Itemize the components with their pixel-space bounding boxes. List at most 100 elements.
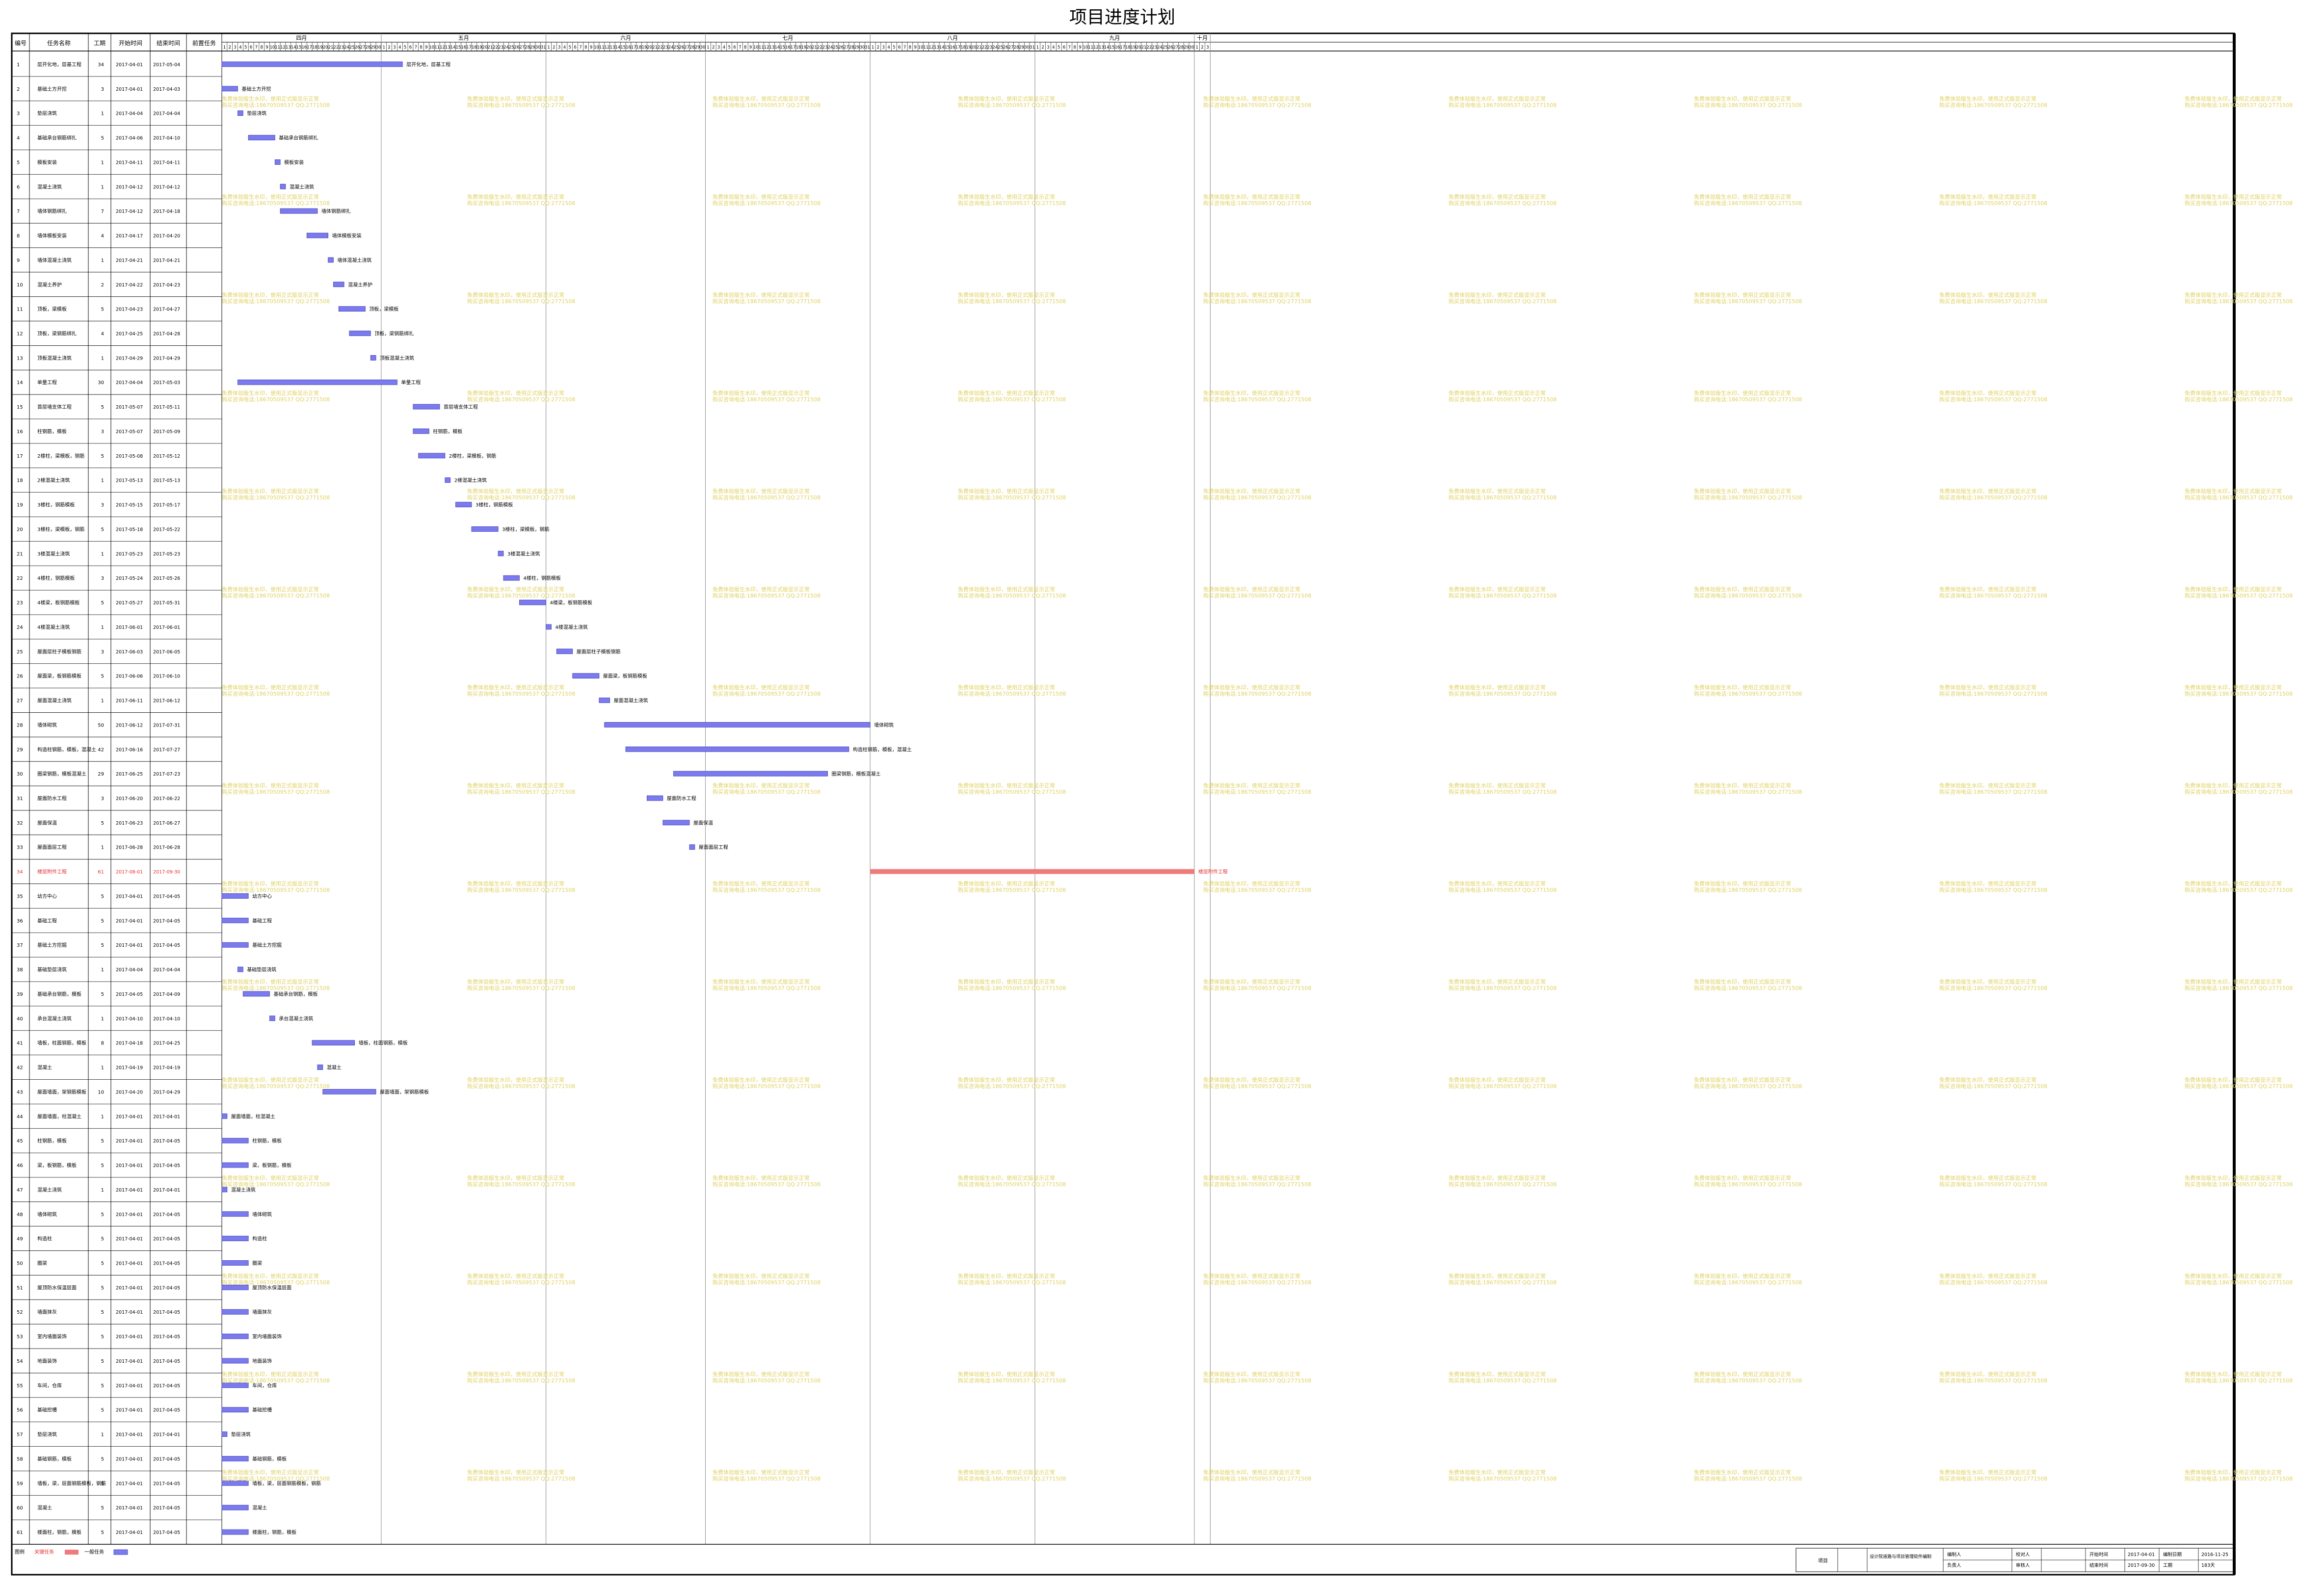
day-label: 20 (971, 45, 977, 50)
watermark-text: 购买咨询电话:18670509537 QQ:2771508 (958, 690, 1066, 697)
task-start: 2017-04-01 (116, 918, 143, 924)
day-label: 12 (764, 45, 769, 50)
task-duration: 5 (101, 1334, 104, 1340)
task-no: 37 (17, 943, 23, 948)
watermark-text: 免费体验版生水印，使用正式版显示正常 (1939, 390, 2036, 396)
task-end: 2017-04-05 (153, 918, 180, 924)
task-end: 2017-05-26 (153, 576, 180, 581)
watermark-text: 购买咨询电话:18670509537 QQ:2771508 (2185, 690, 2293, 697)
task-duration: 1 (101, 967, 104, 973)
header-start: 开始时间 (119, 40, 142, 47)
task-start: 2017-05-24 (116, 576, 143, 581)
task-no: 38 (17, 967, 23, 973)
task-end: 2017-07-23 (153, 772, 180, 777)
day-label: 6 (409, 45, 412, 50)
task-end: 2017-04-20 (153, 234, 180, 239)
task-duration: 1 (101, 184, 104, 190)
watermark-text: 免费体验版生水印，使用正式版显示正常 (1449, 193, 1546, 200)
watermark-text: 免费体验版生水印，使用正式版显示正常 (1694, 95, 1791, 102)
watermark-text: 免费体验版生水印，使用正式版显示正常 (1694, 1469, 1791, 1476)
watermark-text: 购买咨询电话:18670509537 QQ:2771508 (1694, 396, 1802, 403)
day-label: 27 (519, 45, 525, 50)
watermark-text: 免费体验版生水印，使用正式版显示正常 (1694, 488, 1791, 494)
day-label: 11 (1088, 45, 1093, 50)
watermark-text: 免费体验版生水印，使用正式版显示正常 (222, 1371, 319, 1377)
task-name: 屋面混凝土浇筑 (37, 698, 72, 704)
day-label: 3 (1047, 45, 1049, 50)
watermark-text: 免费体验版生水印，使用正式版显示正常 (1203, 1371, 1300, 1377)
page-title: 项目进度计划 (1069, 7, 1175, 27)
task-bar-label: 屋顶防水保温层面 (252, 1284, 291, 1291)
watermark-text: 购买咨询电话:18670509537 QQ:2771508 (1449, 886, 1557, 893)
task-end: 2017-04-05 (153, 1456, 180, 1462)
watermark-text: 免费体验版生水印，使用正式版显示正常 (958, 1371, 1055, 1377)
watermark-text: 购买咨询电话:18670509537 QQ:2771508 (1203, 396, 1311, 403)
watermark-text: 购买咨询电话:18670509537 QQ:2771508 (2185, 1377, 2293, 1384)
day-label: 22 (333, 45, 339, 50)
day-label: 27 (360, 45, 366, 50)
task-duration: 5 (101, 1481, 104, 1486)
task-name: 混凝土浇筑 (37, 183, 62, 190)
watermark-text: 免费体验版生水印，使用正式版显示正常 (1939, 193, 2036, 200)
watermark-text: 购买咨询电话:18670509537 QQ:2771508 (713, 200, 820, 207)
task-start: 2017-04-01 (116, 1212, 143, 1218)
task-duration: 2 (101, 283, 104, 288)
task-bar-label: 模板安装 (284, 159, 304, 165)
watermark-text: 免费体验版生水印，使用正式版显示正常 (1203, 684, 1300, 691)
watermark-text: 免费体验版生水印，使用正式版显示正常 (1449, 880, 1546, 887)
task-no: 51 (17, 1285, 23, 1291)
task-bar (604, 722, 871, 728)
task-bar-label: 承台混凝土浇筑 (279, 1015, 313, 1022)
task-bar (662, 820, 690, 826)
watermark-text: 免费体验版生水印，使用正式版显示正常 (1694, 1174, 1791, 1181)
day-label: 31 (865, 45, 870, 50)
day-label: 24 (503, 45, 509, 50)
day-label: 28 (689, 45, 695, 50)
watermark-text: 购买咨询电话:18670509537 QQ:2771508 (958, 592, 1066, 599)
task-bar-label: 顶板，梁模板 (369, 306, 398, 312)
task-name: 3楼柱，梁模板，钢筋 (37, 526, 84, 532)
task-name: 基础垫层浇筑 (37, 966, 67, 973)
task-bar-label: 单量工程 (401, 380, 421, 386)
task-name: 屋面面层工程 (37, 845, 67, 851)
watermark-text: 免费体验版生水印，使用正式版显示正常 (1449, 488, 1546, 494)
watermark-text: 购买咨询电话:18670509537 QQ:2771508 (713, 494, 820, 501)
watermark-text: 购买咨询电话:18670509537 QQ:2771508 (2185, 592, 2293, 599)
task-name: 基础承台钢筋，模板 (37, 991, 81, 997)
day-label: 30 (1189, 45, 1194, 50)
task-bar-label: 楼面柱，钢筋，模板 (252, 1529, 296, 1535)
watermark-text: 购买咨询电话:18670509537 QQ:2771508 (1203, 690, 1311, 697)
day-label: 29 (370, 45, 376, 50)
task-end: 2017-04-11 (153, 160, 180, 165)
task-duration: 5 (101, 1530, 104, 1535)
watermark-text: 购买咨询电话:18670509537 QQ:2771508 (1694, 592, 1802, 599)
day-label: 5 (569, 45, 571, 50)
day-label: 5 (893, 45, 895, 50)
watermark-text: 购买咨询电话:18670509537 QQ:2771508 (1939, 396, 2047, 403)
watermark-text: 免费体验版生水印，使用正式版显示正常 (467, 390, 564, 396)
day-label: 8 (420, 45, 422, 50)
task-bar (333, 282, 344, 287)
task-name: 柱钢筋，模板 (37, 1138, 67, 1144)
watermark-text: 购买咨询电话:18670509537 QQ:2771508 (1694, 1377, 1802, 1384)
watermark-text: 购买咨询电话:18670509537 QQ:2771508 (2185, 494, 2293, 501)
task-bar (689, 844, 695, 850)
task-end: 2017-05-03 (153, 380, 180, 386)
task-bar-label: 墙板，柱面钢筋，模板 (359, 1040, 408, 1046)
watermark-text: 购买咨询电话:18670509537 QQ:2771508 (1939, 788, 2047, 795)
watermark-text: 免费体验版生水印，使用正式版显示正常 (222, 488, 319, 494)
watermark-text: 免费体验版生水印，使用正式版显示正常 (222, 782, 319, 789)
day-label: 5 (404, 45, 406, 50)
watermark-text: 免费体验版生水印，使用正式版显示正常 (1449, 390, 1546, 396)
task-name: 车间，仓库 (37, 1382, 62, 1389)
task-no: 30 (17, 772, 23, 777)
day-label: 25 (349, 45, 355, 50)
task-name: 模板安装 (37, 159, 57, 165)
watermark-text: 购买咨询电话:18670509537 QQ:2771508 (1203, 102, 1311, 108)
day-label: 19 (317, 45, 323, 50)
task-start: 2017-05-23 (116, 551, 143, 557)
day-label: 29 (695, 45, 700, 50)
task-bar (221, 1260, 249, 1266)
day-label: 22 (982, 45, 987, 50)
task-start: 2017-04-23 (116, 307, 143, 312)
